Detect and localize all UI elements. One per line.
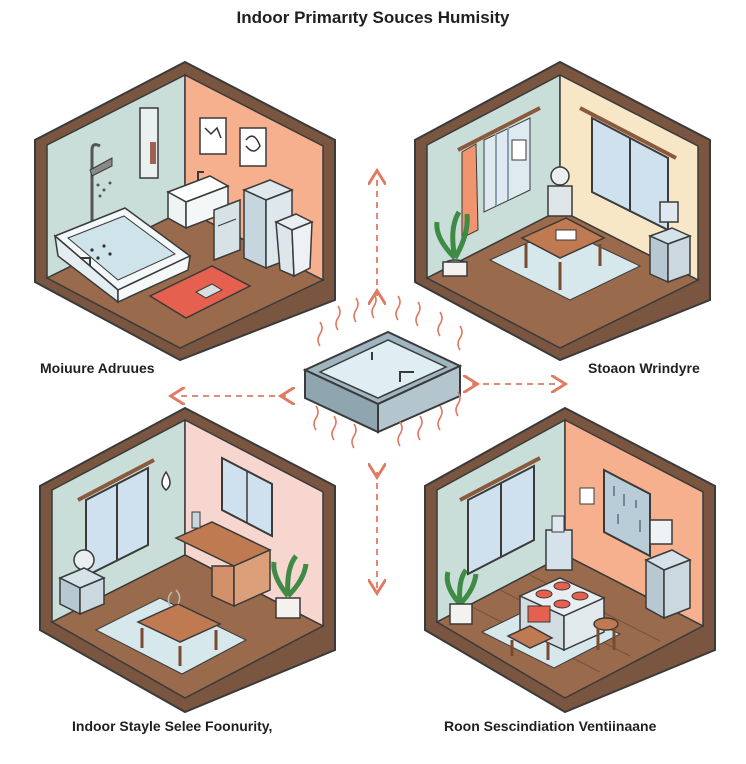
condensation-window-icon [579,468,651,558]
laundry-basket-icon [274,213,314,278]
plant-icon [271,554,309,619]
room-bathroom [34,60,336,362]
window-icon [579,106,677,232]
window-icon [221,456,273,538]
room-living [414,60,711,362]
window-icon [77,458,155,578]
shower-icon [89,143,113,240]
cabinet-icon [213,198,241,262]
towel-icon [150,142,156,164]
wall-art-icon [199,117,267,167]
plant-icon [434,210,470,277]
stool-icon [506,617,619,660]
appliance-icon [644,519,692,620]
curtain-icon [457,106,541,239]
window-icon [459,456,541,576]
lamp-icon [547,166,573,217]
room-label-kitchen: Roon Sescindiation Ventiinaane [444,718,657,734]
room-label-bathroom: Moiuure Adruues [40,360,155,376]
desk-icon [174,511,272,608]
room-bedroom [39,406,336,714]
bath-mat-icon [148,265,252,319]
bathtub-icon [53,207,192,304]
room-label-bedroom: Indoor Stayle Selee Foonurity, [72,718,273,734]
sink-icon [166,171,230,230]
room-label-living: Stoaon Wrindyre [588,360,700,376]
central-hot-tub [302,330,463,434]
heat-waves-icon [313,293,463,449]
nightstand-icon [647,201,693,284]
washer-icon [242,179,294,270]
room-kitchen [424,406,716,714]
plant-icon [444,568,479,625]
diagram-title: Indoor Primarıty Souces Humisity [236,8,510,27]
table-icon [520,217,606,290]
water-drop-icon [161,470,171,491]
table-icon [136,603,222,666]
cabinet-icon [545,515,573,571]
nightstand-icon [58,549,106,616]
steam-icon [167,589,181,607]
stove-icon [518,577,606,652]
